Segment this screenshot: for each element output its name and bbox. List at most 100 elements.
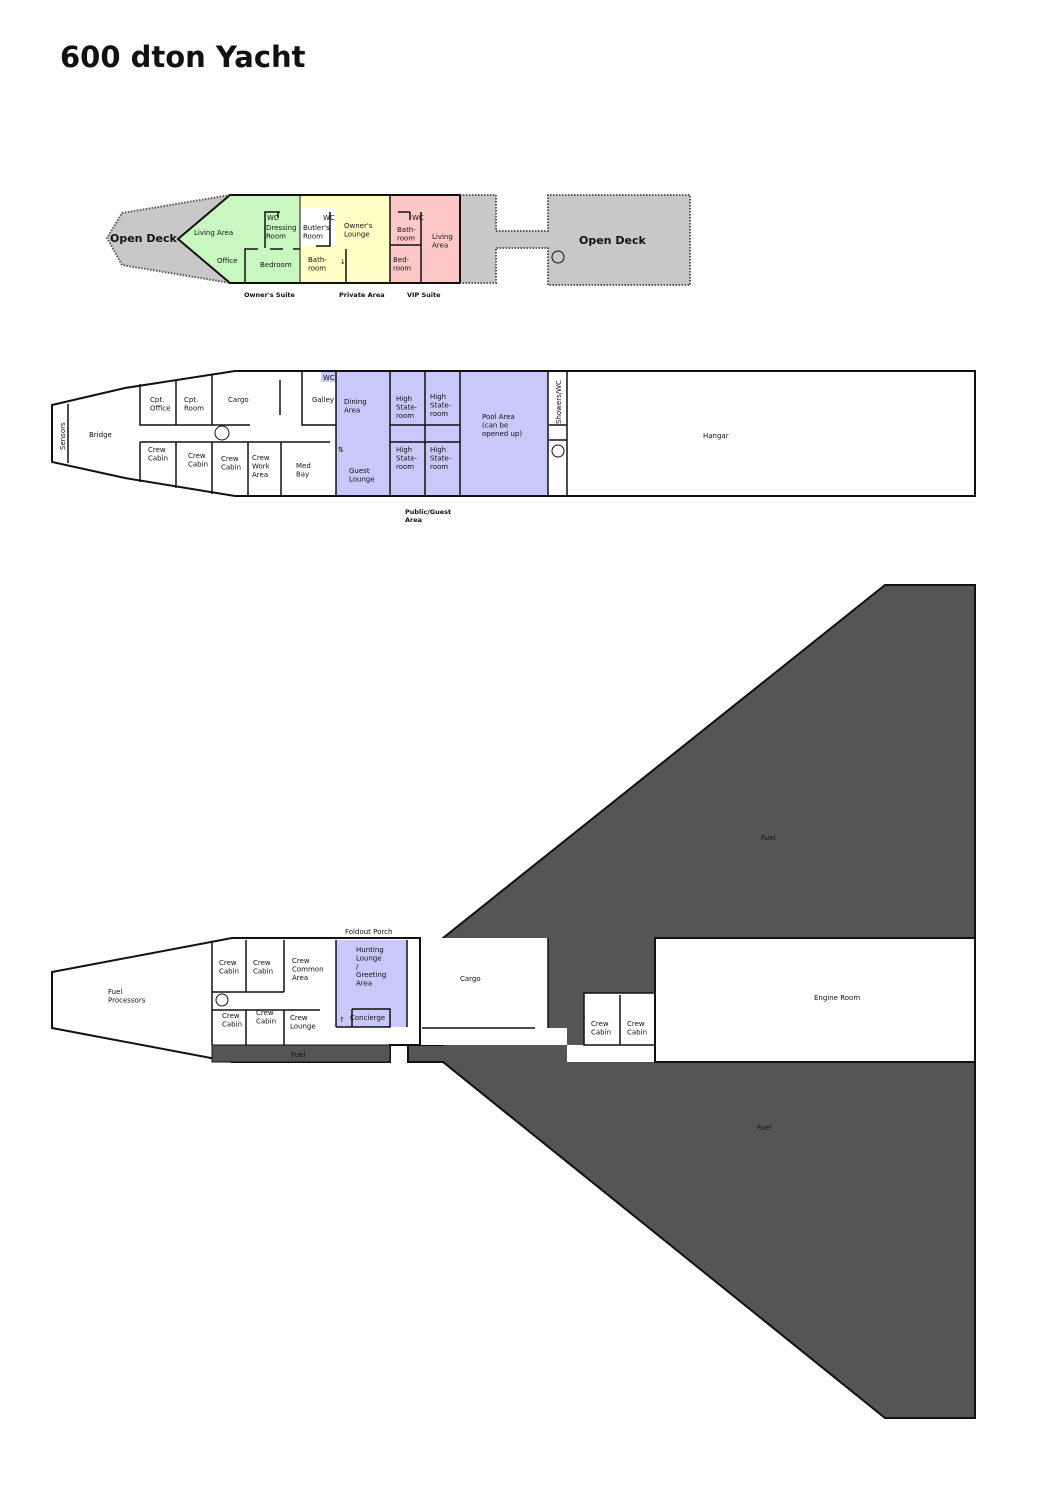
sensors-label: Sensors [59, 422, 67, 450]
label-line: State- [430, 454, 452, 462]
label-line: Crew [219, 959, 237, 967]
stairs-down-arrow-icon: ↓ [340, 258, 346, 266]
label-line: Lounge [356, 954, 382, 962]
label-line: High [430, 446, 446, 454]
label-line: room [308, 264, 326, 272]
label-line: room [397, 234, 415, 242]
vip-bedroom-label: Bed-room [393, 256, 411, 272]
upper-hull [176, 194, 460, 284]
label-line: Cabin [222, 1020, 242, 1028]
page-title: 600 dton Yacht [60, 40, 306, 74]
label-line: High [396, 395, 412, 403]
label-line: High [396, 446, 412, 454]
cargo-label: Cargo [228, 396, 249, 404]
open-deck-fore [105, 193, 231, 285]
engine-room-label: Engine Room [814, 994, 860, 1002]
label-line: Cpt. [150, 396, 164, 404]
label-line: Crew [222, 1012, 240, 1020]
foldout-porch-label: Foldout Porch [345, 928, 392, 936]
office-label: Office [217, 257, 237, 265]
showers-wc-label: Showers/WC [555, 380, 563, 424]
wc-label: WC [267, 214, 279, 222]
owners-suite-label: Owner's Suite [244, 291, 296, 299]
label-line: Processors [108, 996, 146, 1004]
label-line: Area [405, 516, 422, 524]
label-line: / [356, 963, 359, 971]
label-line: Crew [290, 1014, 308, 1022]
label-line: Fuel [108, 988, 122, 996]
label-line: Cabin [221, 463, 241, 471]
label-line: room [396, 412, 414, 420]
bathroom-label: Bath-room [308, 256, 327, 272]
label-line: opened up) [482, 430, 522, 438]
open-deck-fore-label: Open Deck [110, 232, 177, 245]
label-line: Dining [344, 398, 367, 406]
label-line: Crew [252, 454, 270, 462]
fuel-label: Fuel [291, 1051, 305, 1059]
label-line: Area [252, 471, 268, 479]
label-line: Lounge [290, 1022, 316, 1030]
private-area-label: Private Area [339, 291, 385, 299]
label-line: State- [396, 454, 418, 462]
label-line: Cabin [591, 1028, 611, 1036]
label-line: Crew [256, 1009, 274, 1017]
label-line: Butler's [303, 224, 330, 232]
label-line: Cabin [627, 1028, 647, 1036]
label-line: room [430, 463, 448, 471]
label-line: Office [150, 404, 170, 412]
main-deck: Sensors Bridge Cpt.Office Cpt.Room Cargo… [51, 370, 976, 524]
label-line: Cpt. [184, 396, 198, 404]
stairs-icon [551, 250, 565, 264]
hangar-label: Hangar [703, 432, 729, 440]
label-line: Area [292, 974, 308, 982]
label-line: Med [296, 462, 311, 470]
label-line: Crew [148, 446, 166, 454]
stairs-up-arrow-icon: ↑ [339, 1016, 345, 1024]
corridor [420, 1028, 567, 1045]
label-line: (can be [482, 421, 508, 429]
stairs-updown-arrow-icon: ⇅ [338, 446, 344, 454]
fuel-label: Fuel [761, 834, 775, 842]
stairs-icon [214, 425, 230, 441]
label-line: Owner's [344, 222, 373, 230]
label-line: Dressing [266, 224, 297, 232]
label-line: Bed- [393, 256, 410, 264]
cpt-office-label: Cpt.Office [150, 396, 170, 412]
wc-label: WC [323, 374, 335, 382]
corridor [567, 1045, 655, 1062]
lower-walls [211, 938, 621, 1045]
label-line: Common [292, 965, 324, 973]
label-line: Room [303, 232, 323, 240]
living-area-label: Living Area [194, 229, 233, 237]
owners-suite-area [178, 195, 300, 283]
label-line: Living [432, 233, 453, 241]
concierge-label: Concierge [350, 1014, 385, 1022]
vip-bathroom-label: Bath-room [397, 226, 416, 242]
label-line: room [393, 264, 411, 272]
stairs-icon [551, 444, 565, 458]
wc-area [321, 372, 336, 382]
label-line: Crew [591, 1020, 609, 1028]
vip-suite-area [390, 195, 460, 283]
label-line: Room [184, 404, 204, 412]
stairs-icon [215, 993, 229, 1007]
engine-room [654, 937, 976, 1063]
label-line: Cabin [188, 460, 208, 468]
